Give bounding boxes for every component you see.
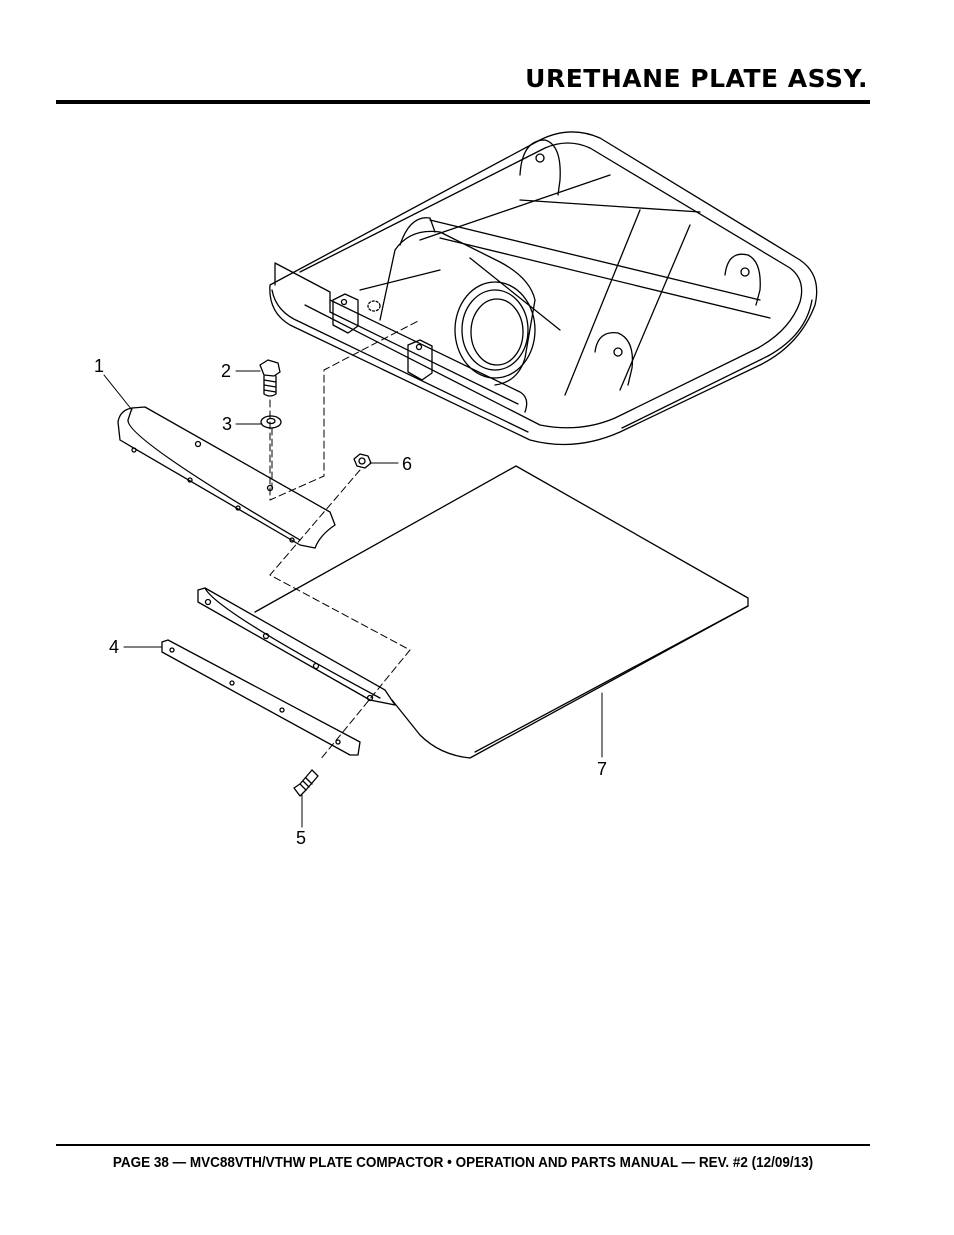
part-1-bracket: [117, 406, 336, 549]
callout-1: 1: [94, 356, 104, 376]
callout-2: 2: [221, 361, 231, 381]
part-5-screw: [293, 769, 319, 797]
base-plate-housing: [269, 131, 818, 446]
page-title: URETHANE PLATE ASSY.: [525, 64, 868, 93]
footer-rule: [56, 1144, 870, 1146]
part-3-washer: [260, 415, 282, 429]
part-2-bolt: [259, 359, 281, 397]
callout-7: 7: [597, 759, 607, 779]
part-7-urethane-pad: [254, 465, 749, 759]
leader-lines: [103, 370, 603, 828]
part-4-clamp: [161, 587, 396, 756]
part-6-nut: [353, 453, 372, 469]
page-footer: PAGE 38 — MVC88VTH/VTHW PLATE COMPACTOR …: [112, 1154, 814, 1171]
callout-5: 5: [296, 828, 306, 848]
header-rule: [56, 100, 870, 104]
assembly-lines: [269, 319, 421, 761]
callout-6: 6: [402, 454, 412, 474]
callout-3: 3: [222, 414, 232, 434]
callout-4: 4: [109, 637, 119, 657]
